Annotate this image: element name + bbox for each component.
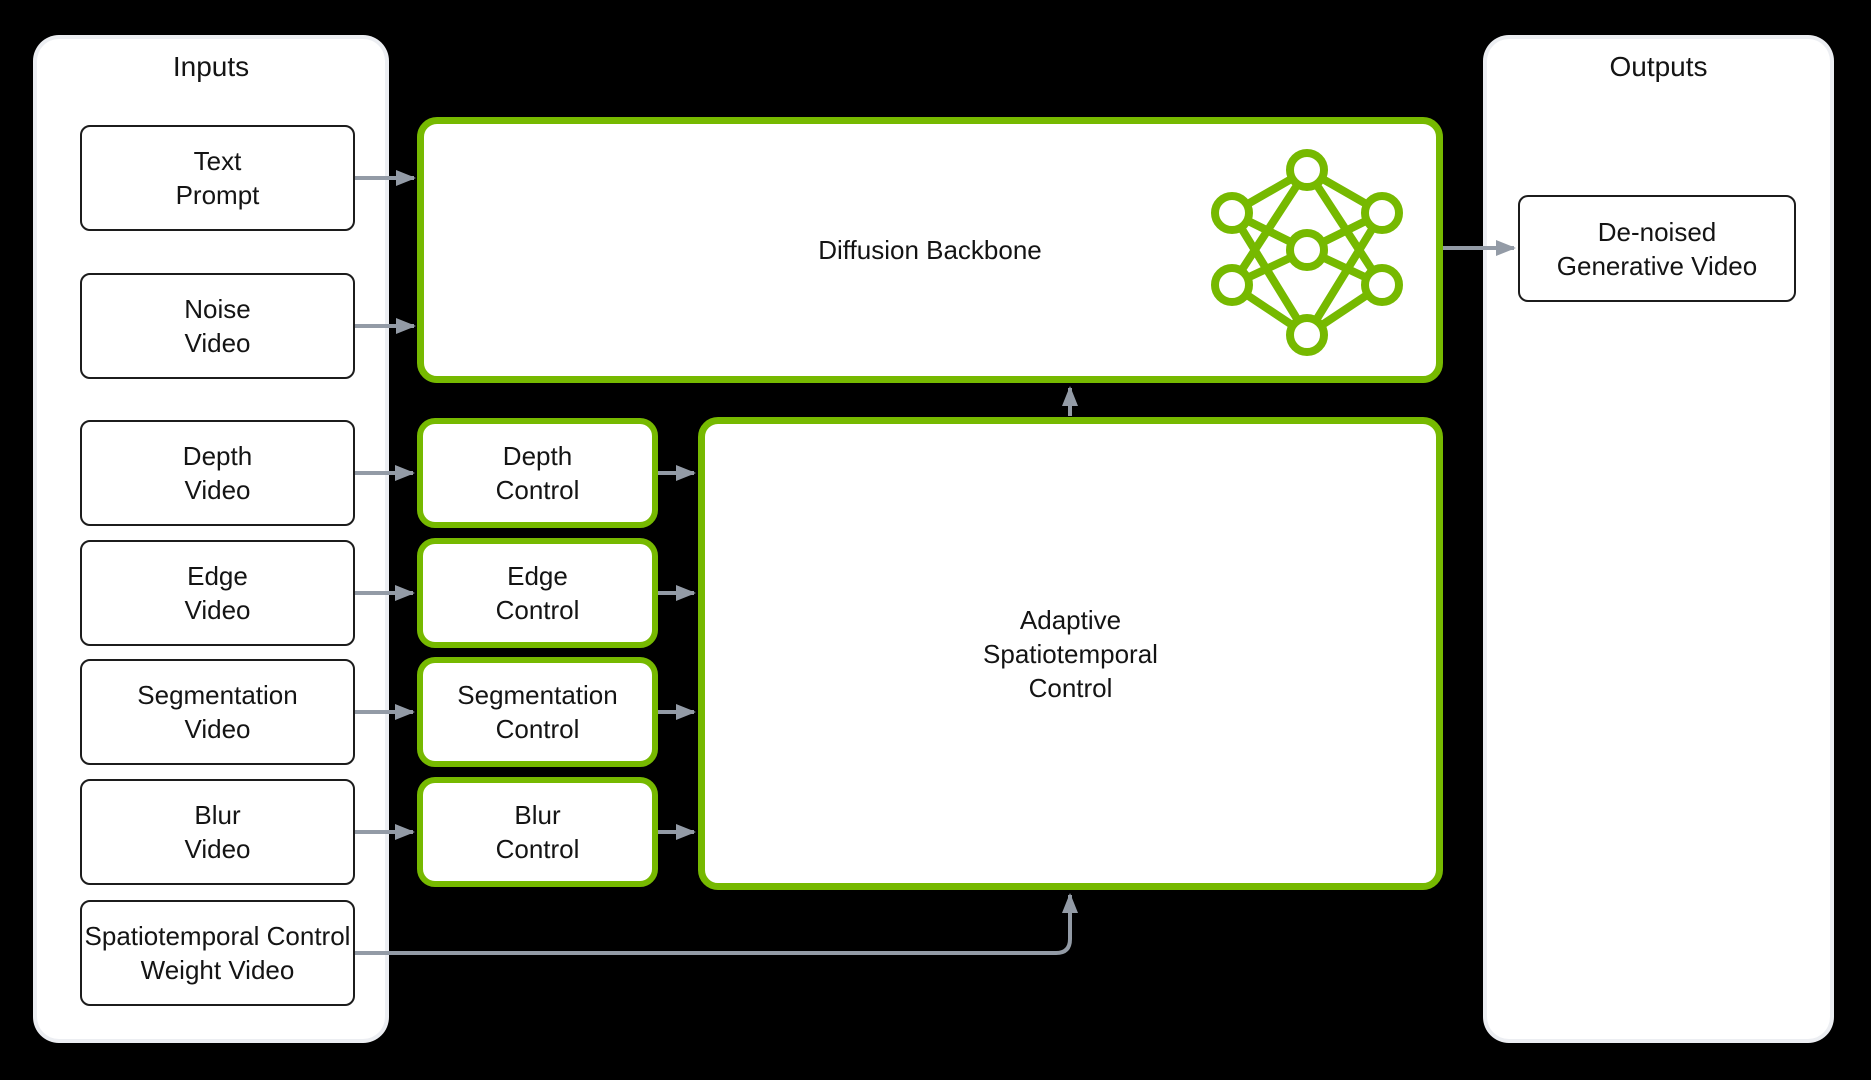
output-box-denoised-video: De-noised Generative Video [1518, 195, 1796, 302]
diffusion-backbone-label: Diffusion Backbone [818, 235, 1042, 265]
input-box-text-prompt-label: Text Prompt [175, 146, 260, 210]
edge-control-box: Edge Control [417, 538, 658, 648]
input-box-edge-video: Edge Video [80, 540, 355, 646]
outputs-panel [1487, 39, 1830, 1039]
inputs-title: Inputs [172, 51, 250, 82]
outputs-title: Outputs [1609, 51, 1708, 82]
input-box-spatiotemporal-weight-video: Spatiotemporal Control Weight Video [80, 900, 355, 1006]
output-box-denoised-video-label: De-noised Generative Video [1556, 216, 1758, 281]
input-box-blur-video: Blur Video [80, 779, 355, 885]
input-box-noise-video-label: Noise Video [184, 294, 251, 358]
arrow-weight-video-to-adaptive [355, 893, 1078, 955]
input-box-noise-video: Noise Video [80, 273, 355, 379]
input-box-edge-video-label: Edge Video [184, 561, 251, 625]
depth-control-label: Depth Control [495, 441, 580, 505]
input-box-depth-video-label: Depth Video [182, 441, 253, 505]
input-box-text-prompt: Text Prompt [80, 125, 355, 231]
neural-network-icon [1211, 149, 1403, 356]
diffusion-backbone-box: Diffusion Backbone [417, 117, 1443, 383]
edge-control-label: Edge Control [495, 561, 580, 625]
input-box-depth-video: Depth Video [80, 420, 355, 526]
input-box-segmentation-video-label: Segmentation Video [137, 680, 298, 744]
blur-control-box: Blur Control [417, 777, 658, 887]
blur-control-label: Blur Control [495, 800, 580, 864]
adaptive-spatiotemporal-control-label: Adaptive Spatiotemporal Control [983, 604, 1158, 703]
input-box-segmentation-video: Segmentation Video [80, 659, 355, 765]
depth-control-box: Depth Control [417, 418, 658, 528]
adaptive-spatiotemporal-control-box: Adaptive Spatiotemporal Control [698, 417, 1443, 890]
segmentation-control-box: Segmentation Control [417, 657, 658, 767]
input-box-spatiotemporal-weight-video-label: Spatiotemporal Control Weight Video [84, 921, 351, 985]
input-box-blur-video-label: Blur Video [184, 800, 251, 864]
segmentation-control-label: Segmentation Control [457, 680, 618, 744]
